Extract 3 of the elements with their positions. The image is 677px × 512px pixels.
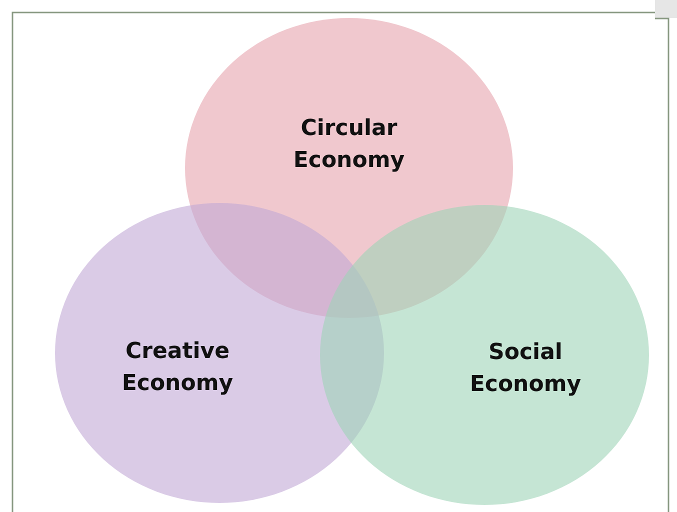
circle-label: Social Economy [468,339,582,399]
circle-label: Creative Economy [120,338,234,398]
circle-label: Circular Economy [292,115,406,175]
